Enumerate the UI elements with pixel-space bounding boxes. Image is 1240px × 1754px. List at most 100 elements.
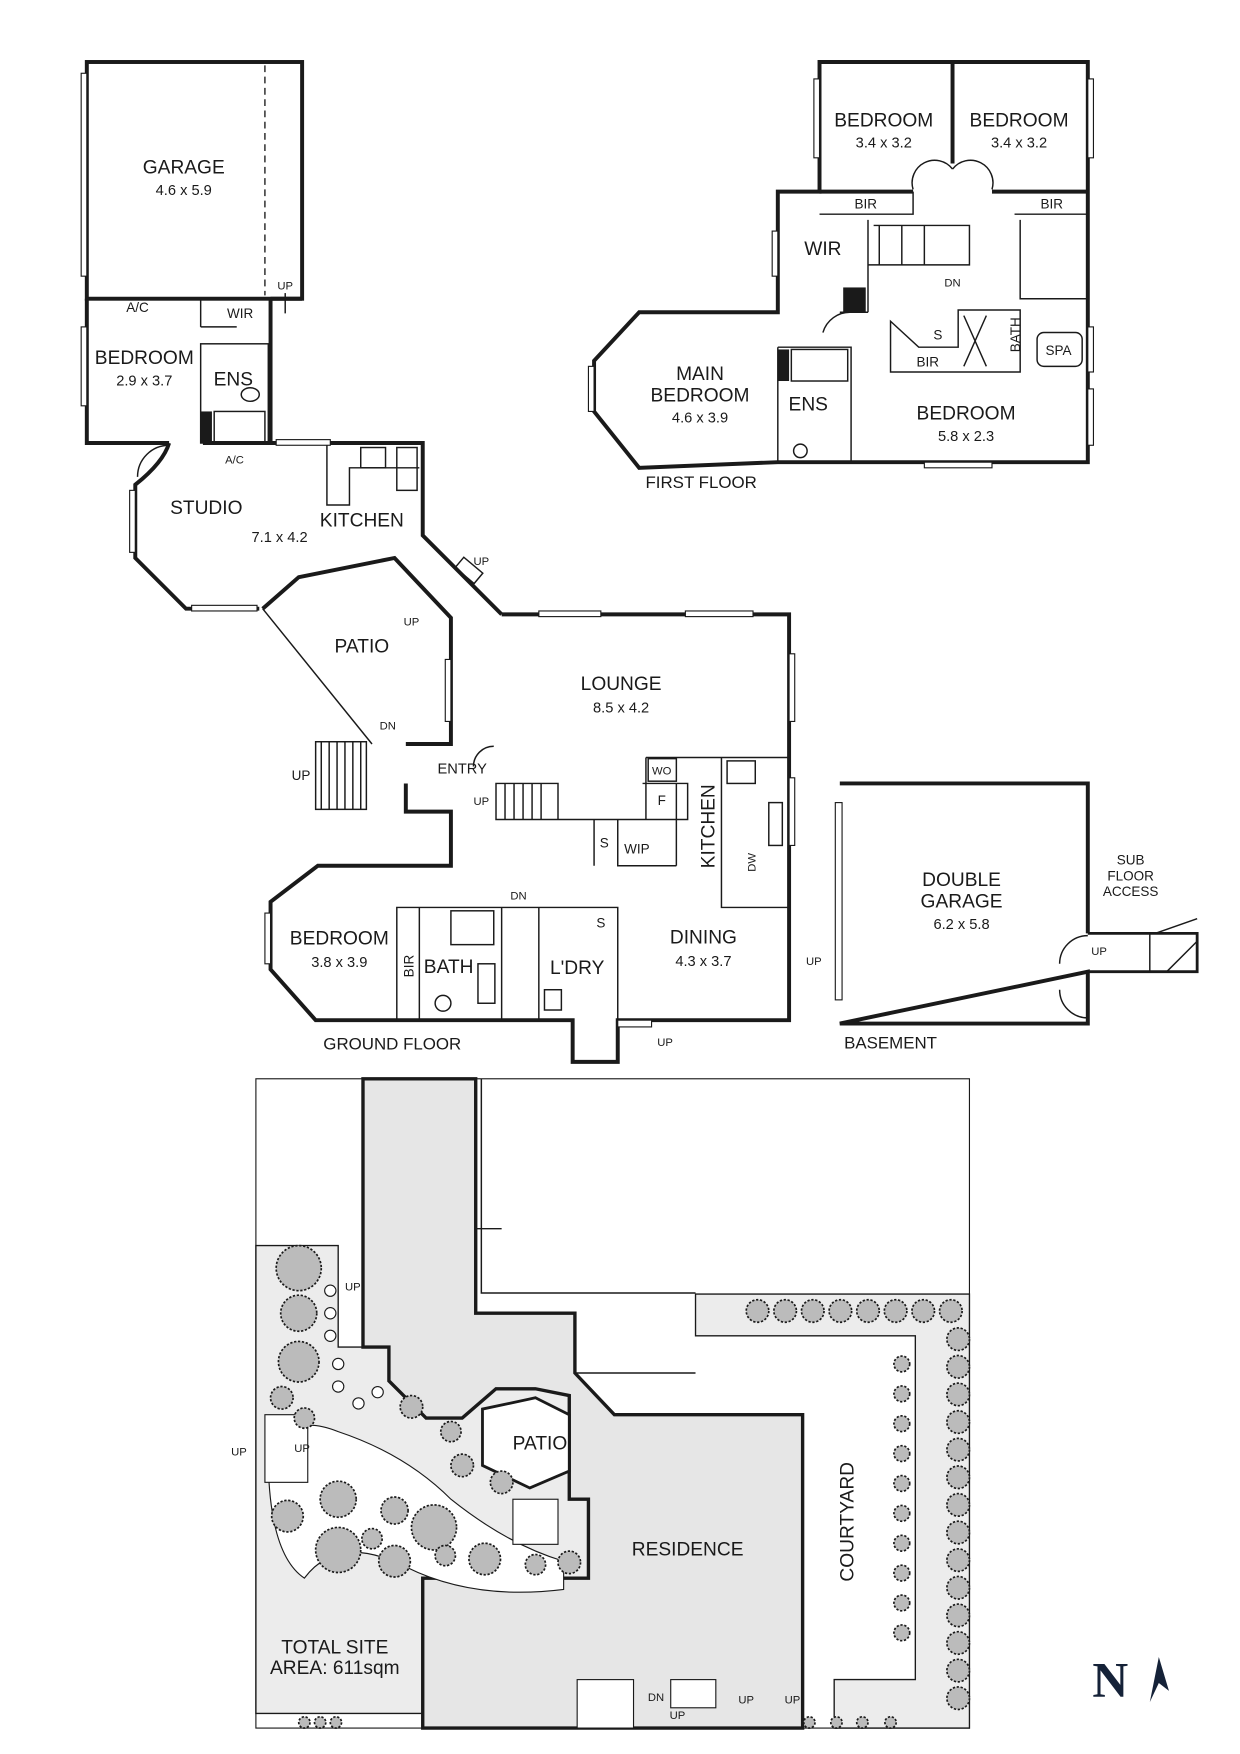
stairs bbox=[576, 1679, 635, 1729]
bedroom-size: 2.9 x 3.7 bbox=[116, 374, 172, 390]
tree-icon bbox=[893, 1414, 911, 1433]
tree-icon bbox=[829, 1715, 843, 1729]
tree-icon bbox=[773, 1298, 798, 1324]
driveway-lines bbox=[475, 1078, 696, 1374]
studio-label: STUDIO bbox=[170, 498, 242, 519]
bedroom-size: 3.4 x 3.2 bbox=[856, 136, 912, 152]
bath-tub-icon bbox=[477, 963, 496, 1004]
bir-label: BIR bbox=[402, 955, 417, 978]
dn-label: DN bbox=[648, 1692, 664, 1704]
door-swing bbox=[136, 444, 170, 477]
studio-walls bbox=[133, 441, 504, 616]
tree-icon bbox=[439, 1420, 462, 1443]
ground-floor-title: GROUND FLOOR bbox=[323, 1034, 461, 1053]
site-plan: PATIO RESIDENCE COURTYARD TOTAL SITE ARE… bbox=[231, 1077, 971, 1730]
garage-label: GARAGE bbox=[143, 158, 225, 179]
double-garage-label: DOUBLE bbox=[922, 870, 1001, 891]
tree-icon bbox=[946, 1465, 971, 1490]
stairs bbox=[878, 225, 926, 265]
tree-icon bbox=[802, 1715, 816, 1729]
tree-icon bbox=[270, 1499, 305, 1533]
site-area-label: AREA: 611sqm bbox=[270, 1658, 400, 1679]
tree-icon bbox=[946, 1603, 971, 1628]
kitchen-bench bbox=[326, 445, 420, 506]
tree-icon bbox=[293, 1407, 316, 1430]
spa-label: SPA bbox=[1045, 343, 1071, 358]
sub-floor-label: SUB bbox=[1117, 853, 1145, 868]
tree-icon bbox=[410, 1504, 458, 1551]
north-arrow: N bbox=[1092, 1653, 1169, 1708]
tree-icon bbox=[946, 1547, 971, 1573]
up-label: UP bbox=[1091, 946, 1107, 958]
up-label: UP bbox=[738, 1694, 754, 1706]
dining-size: 4.3 x 3.7 bbox=[675, 954, 731, 970]
bedroom-label: BEDROOM bbox=[970, 110, 1069, 131]
main-bedroom-label: BEDROOM bbox=[651, 385, 750, 406]
garage-walls bbox=[84, 60, 305, 301]
up-label: UP bbox=[292, 768, 311, 783]
total-site-label: TOTAL SITE bbox=[281, 1638, 388, 1659]
lounge-size: 8.5 x 4.2 bbox=[593, 700, 649, 716]
tree-icon bbox=[893, 1624, 911, 1642]
tree-icon bbox=[277, 1340, 320, 1383]
garage-door bbox=[834, 802, 843, 1001]
bath-walls bbox=[889, 219, 1088, 373]
f-label: F bbox=[658, 793, 666, 808]
up-label: UP bbox=[806, 956, 822, 968]
s-label: S bbox=[933, 327, 942, 342]
wir-label: WIR bbox=[227, 306, 254, 321]
window bbox=[1087, 78, 1095, 159]
tree-icon bbox=[946, 1492, 971, 1517]
tree-icon bbox=[314, 1526, 362, 1574]
bedroom-label: BEDROOM bbox=[917, 403, 1016, 424]
wo-box bbox=[647, 757, 678, 782]
cooktop-icon bbox=[726, 760, 757, 785]
dn-label: DN bbox=[510, 891, 526, 903]
first-floor-title: FIRST FLOOR bbox=[645, 473, 756, 492]
garage-window bbox=[80, 72, 88, 277]
tree-icon bbox=[911, 1298, 936, 1324]
bedroom-size: 3.8 x 3.9 bbox=[311, 955, 367, 971]
tree-icon bbox=[745, 1298, 770, 1324]
window bbox=[191, 604, 258, 612]
tree-icon bbox=[946, 1409, 971, 1435]
tree-icon bbox=[938, 1298, 963, 1324]
stepping-stone-icon bbox=[352, 1397, 365, 1410]
stairs bbox=[1058, 918, 1198, 1019]
tree-icon bbox=[884, 1715, 898, 1729]
door-swing bbox=[822, 159, 994, 333]
window bbox=[813, 78, 821, 159]
tree-icon bbox=[893, 1594, 911, 1612]
wo-label: WO bbox=[652, 765, 672, 777]
entry-label: ENTRY bbox=[438, 761, 488, 777]
stepping-stone-icon bbox=[324, 1329, 337, 1342]
dn-label: DN bbox=[944, 277, 960, 289]
s-label: S bbox=[596, 916, 605, 931]
kitchen-label: KITCHEN bbox=[699, 784, 720, 868]
shower-icon bbox=[213, 410, 266, 444]
window bbox=[538, 610, 602, 618]
bedroom-walls bbox=[84, 296, 303, 445]
sink-icon bbox=[396, 446, 418, 492]
patio-edge bbox=[262, 608, 373, 745]
tree-icon bbox=[893, 1444, 911, 1463]
tree-icon bbox=[946, 1658, 971, 1683]
stepping-stone-icon bbox=[324, 1307, 337, 1320]
toilet-icon bbox=[240, 387, 261, 403]
tree-icon bbox=[524, 1553, 547, 1576]
wir-label: WIR bbox=[804, 239, 841, 260]
tree-icon bbox=[279, 1294, 318, 1333]
tree-icon bbox=[275, 1244, 323, 1292]
tree-icon bbox=[893, 1355, 911, 1373]
ac-label: A/C bbox=[126, 300, 149, 315]
tree-icon bbox=[319, 1480, 358, 1519]
patio-label: PATIO bbox=[513, 1434, 568, 1455]
bedroom-label: BEDROOM bbox=[95, 348, 194, 369]
window bbox=[275, 439, 331, 446]
sub-floor-label: ACCESS bbox=[1103, 884, 1159, 899]
dw-label: DW bbox=[746, 853, 758, 872]
ensuite-label: ENS bbox=[214, 370, 253, 391]
toilet-icon bbox=[434, 994, 452, 1012]
window bbox=[923, 461, 993, 469]
north-label: N bbox=[1092, 1653, 1128, 1708]
